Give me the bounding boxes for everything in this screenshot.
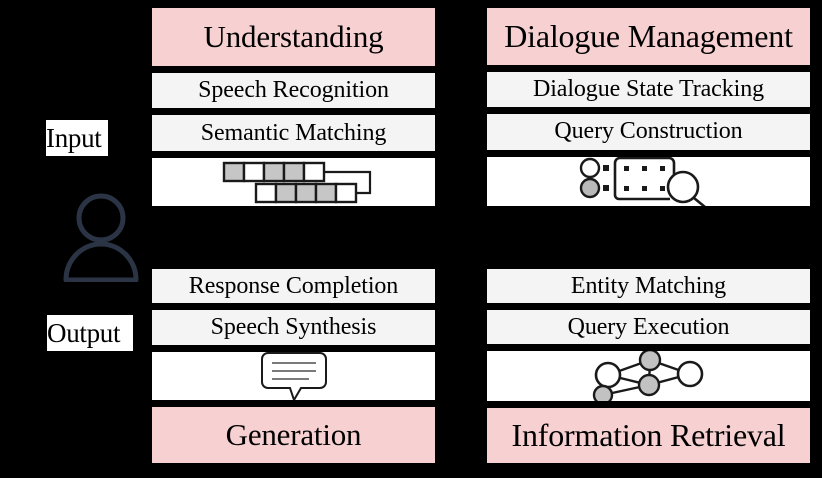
semantic-matching-icon [194, 158, 394, 206]
panel-generation-step-2[interactable]: Speech Synthesis [150, 308, 437, 347]
person-icon [60, 192, 142, 282]
panel-dialogue-management[interactable]: Dialogue Management Dialogue State Track… [485, 6, 812, 208]
panel-generation-icon-row [150, 349, 437, 403]
panel-dialogue-management-step-1[interactable]: Dialogue State Tracking [485, 70, 812, 110]
panel-information-retrieval-step-2[interactable]: Query Execution [485, 308, 812, 347]
panel-information-retrieval-title: Information Retrieval [485, 405, 812, 465]
query-construction-icon [574, 156, 724, 206]
panel-understanding-step-1[interactable]: Speech Recognition [150, 70, 437, 111]
panel-dialogue-management-icon-row [485, 154, 812, 208]
panel-information-retrieval-icon-row [485, 349, 812, 403]
speech-bubble-icon [259, 352, 329, 401]
knowledge-graph-icon [585, 351, 713, 401]
panel-understanding-title: Understanding [150, 6, 437, 68]
panel-understanding-step-2[interactable]: Semantic Matching [150, 113, 437, 153]
panel-generation-title: Generation [150, 405, 437, 465]
panel-information-retrieval[interactable]: Entity Matching Query Execution [485, 267, 812, 465]
panel-generation-step-1[interactable]: Response Completion [150, 267, 437, 306]
panel-understanding[interactable]: Understanding Speech Recognition Semanti… [150, 6, 437, 208]
panel-information-retrieval-step-1[interactable]: Entity Matching [485, 267, 812, 306]
panel-dialogue-management-step-2[interactable]: Query Construction [485, 112, 812, 152]
output-label: Output [47, 315, 133, 351]
input-label: Input [46, 120, 108, 156]
panel-understanding-icon-row [150, 155, 437, 208]
panel-dialogue-management-title: Dialogue Management [485, 6, 812, 68]
panel-generation[interactable]: Response Completion Speech Synthesis Gen… [150, 267, 437, 465]
